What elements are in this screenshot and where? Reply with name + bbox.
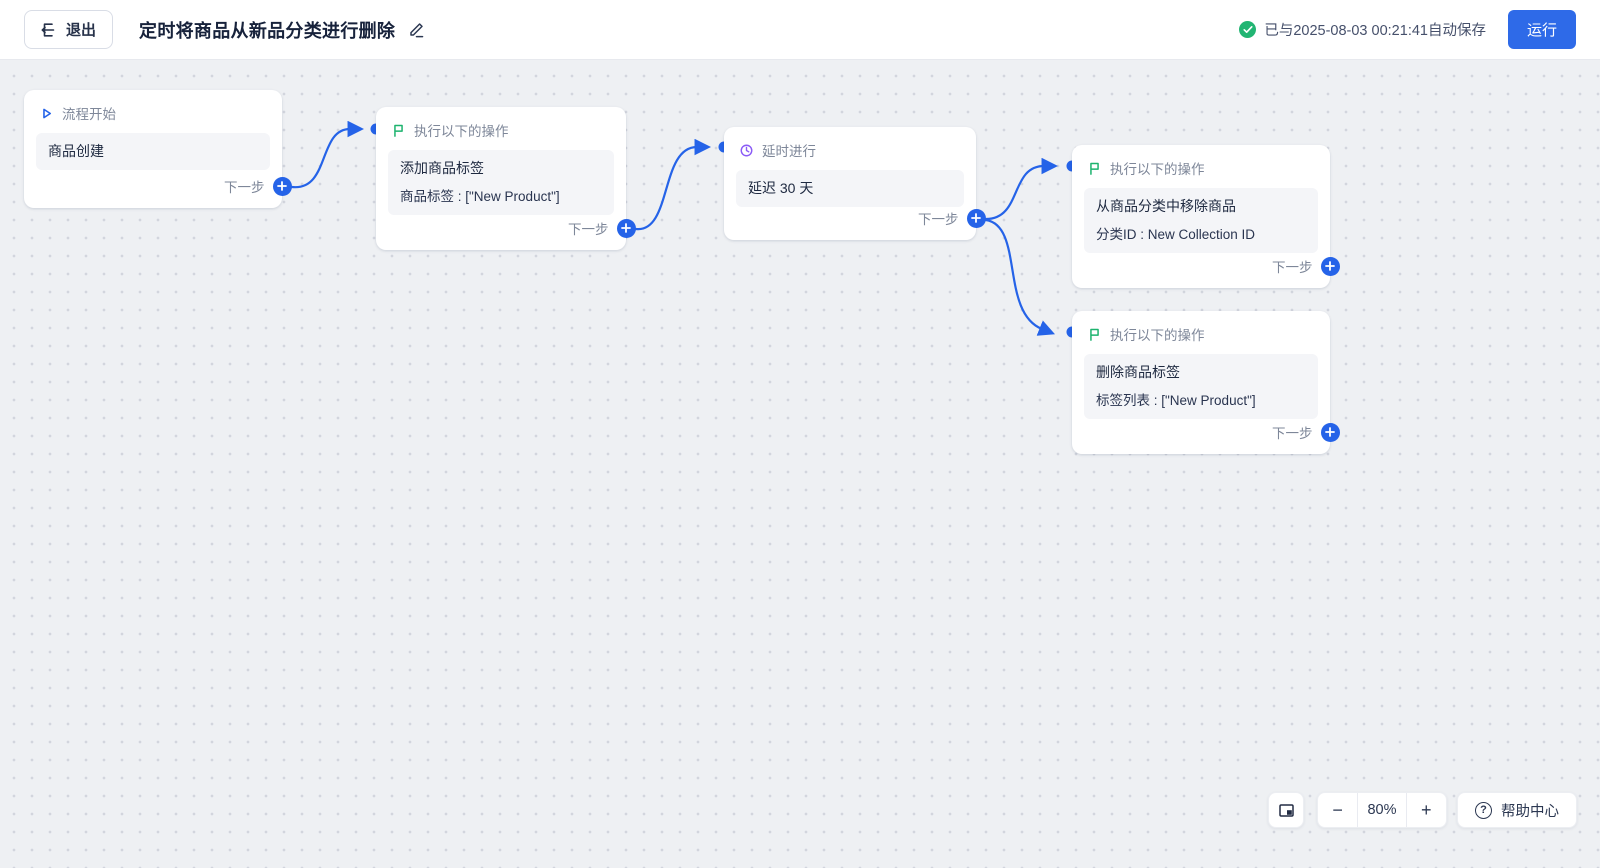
node-header: 流程开始 xyxy=(24,90,282,123)
next-step-label: 下一步 xyxy=(224,180,265,195)
zoom-out-button[interactable]: − xyxy=(1318,793,1357,827)
next-step-row: 下一步 xyxy=(568,218,636,238)
node-line: 从商品分类中移除商品 xyxy=(1096,198,1236,214)
flag-icon xyxy=(1087,161,1102,176)
node-body[interactable]: 删除商品标签 标签列表 : ["New Product"] xyxy=(1084,354,1318,419)
add-step-button[interactable] xyxy=(1320,422,1340,442)
add-step-button[interactable] xyxy=(1320,256,1340,276)
help-center-label: 帮助中心 xyxy=(1501,803,1559,820)
help-center-button[interactable]: ? 帮助中心 xyxy=(1457,792,1577,828)
node-flow-start[interactable]: 流程开始 商品创建 下一步 xyxy=(24,90,292,208)
flag-icon xyxy=(391,123,406,138)
node-body[interactable]: 商品创建 xyxy=(36,133,270,170)
node-header: 执行以下的操作 xyxy=(376,107,626,140)
node-header-label: 执行以下的操作 xyxy=(1110,162,1205,177)
run-button[interactable]: 运行 xyxy=(1507,10,1576,49)
exit-label: 退出 xyxy=(66,22,97,39)
node-remove-from-collection[interactable]: 执行以下的操作 从商品分类中移除商品 分类ID : New Collection… xyxy=(1072,145,1340,288)
node-header: 执行以下的操作 xyxy=(1072,311,1330,344)
node-line: 删除商品标签 xyxy=(1096,364,1180,380)
autosave-status: 已与2025-08-03 00:21:41自动保存 xyxy=(1239,19,1486,40)
node-header: 执行以下的操作 xyxy=(1072,145,1330,178)
fit-view-icon xyxy=(1278,802,1295,819)
play-icon xyxy=(39,106,54,121)
top-bar: 退出 定时将商品从新品分类进行删除 已与2025-08-03 00:21:41自… xyxy=(0,0,1600,60)
node-header-label: 执行以下的操作 xyxy=(414,124,509,139)
pencil-icon xyxy=(407,20,426,39)
add-step-button[interactable] xyxy=(616,218,636,238)
node-header-label: 流程开始 xyxy=(62,107,116,122)
add-step-button[interactable] xyxy=(966,208,986,228)
zoom-in-button[interactable]: + xyxy=(1407,793,1446,827)
workflow-canvas[interactable]: 流程开始 商品创建 下一步 执行以下的操作 添加商品标签 商品标签 : ["Ne… xyxy=(0,60,1600,868)
edge-start-to-addtag xyxy=(290,120,365,189)
next-step-row: 下一步 xyxy=(1272,256,1340,276)
exit-button[interactable]: 退出 xyxy=(24,10,114,49)
node-line: 商品创建 xyxy=(48,143,104,159)
edit-title-button[interactable] xyxy=(405,18,428,41)
question-icon: ? xyxy=(1475,801,1492,819)
node-body[interactable]: 从商品分类中移除商品 分类ID : New Collection ID xyxy=(1084,188,1318,253)
node-header-label: 执行以下的操作 xyxy=(1110,328,1205,343)
node-header-label: 延时进行 xyxy=(762,144,816,159)
node-line: 标签列表 : ["New Product"] xyxy=(1096,393,1256,408)
edge-delay-to-deletetag xyxy=(984,218,1055,336)
next-step-label: 下一步 xyxy=(1272,426,1313,441)
next-step-label: 下一步 xyxy=(918,212,959,227)
node-delay[interactable]: 延时进行 延迟 30 天 下一步 xyxy=(724,127,986,240)
edge-addtag-to-delay xyxy=(634,138,712,231)
next-step-label: 下一步 xyxy=(568,222,609,237)
node-add-product-tag[interactable]: 执行以下的操作 添加商品标签 商品标签 : ["New Product"] 下一… xyxy=(376,107,636,250)
clock-icon xyxy=(739,143,754,158)
add-step-button[interactable] xyxy=(272,176,292,196)
zoom-level: 80% xyxy=(1357,793,1407,827)
flag-icon xyxy=(1087,327,1102,342)
node-line: 延迟 30 天 xyxy=(748,180,814,196)
node-line: 添加商品标签 xyxy=(400,160,484,176)
node-body[interactable]: 延迟 30 天 xyxy=(736,170,964,207)
autosave-text: 已与2025-08-03 00:21:41自动保存 xyxy=(1264,23,1486,39)
edge-delay-to-remove xyxy=(984,157,1059,221)
next-step-row: 下一步 xyxy=(1272,422,1340,442)
node-body[interactable]: 添加商品标签 商品标签 : ["New Product"] xyxy=(388,150,614,215)
node-header: 延时进行 xyxy=(724,127,976,160)
node-line: 分类ID : New Collection ID xyxy=(1096,227,1256,242)
exit-icon xyxy=(39,21,57,39)
zoom-controls: − 80% + xyxy=(1317,792,1447,828)
node-line: 商品标签 : ["New Product"] xyxy=(400,189,560,204)
next-step-row: 下一步 xyxy=(918,208,986,228)
next-step-label: 下一步 xyxy=(1272,260,1313,275)
node-delete-product-tag[interactable]: 执行以下的操作 删除商品标签 标签列表 : ["New Product"] 下一… xyxy=(1072,311,1340,454)
topbar-right: 已与2025-08-03 00:21:41自动保存 运行 xyxy=(1239,10,1576,49)
page-title: 定时将商品从新品分类进行删除 xyxy=(139,20,396,41)
fit-view-button[interactable] xyxy=(1268,792,1304,828)
check-icon xyxy=(1239,21,1257,38)
title-wrap: 定时将商品从新品分类进行删除 xyxy=(139,17,428,43)
next-step-row: 下一步 xyxy=(224,176,292,196)
